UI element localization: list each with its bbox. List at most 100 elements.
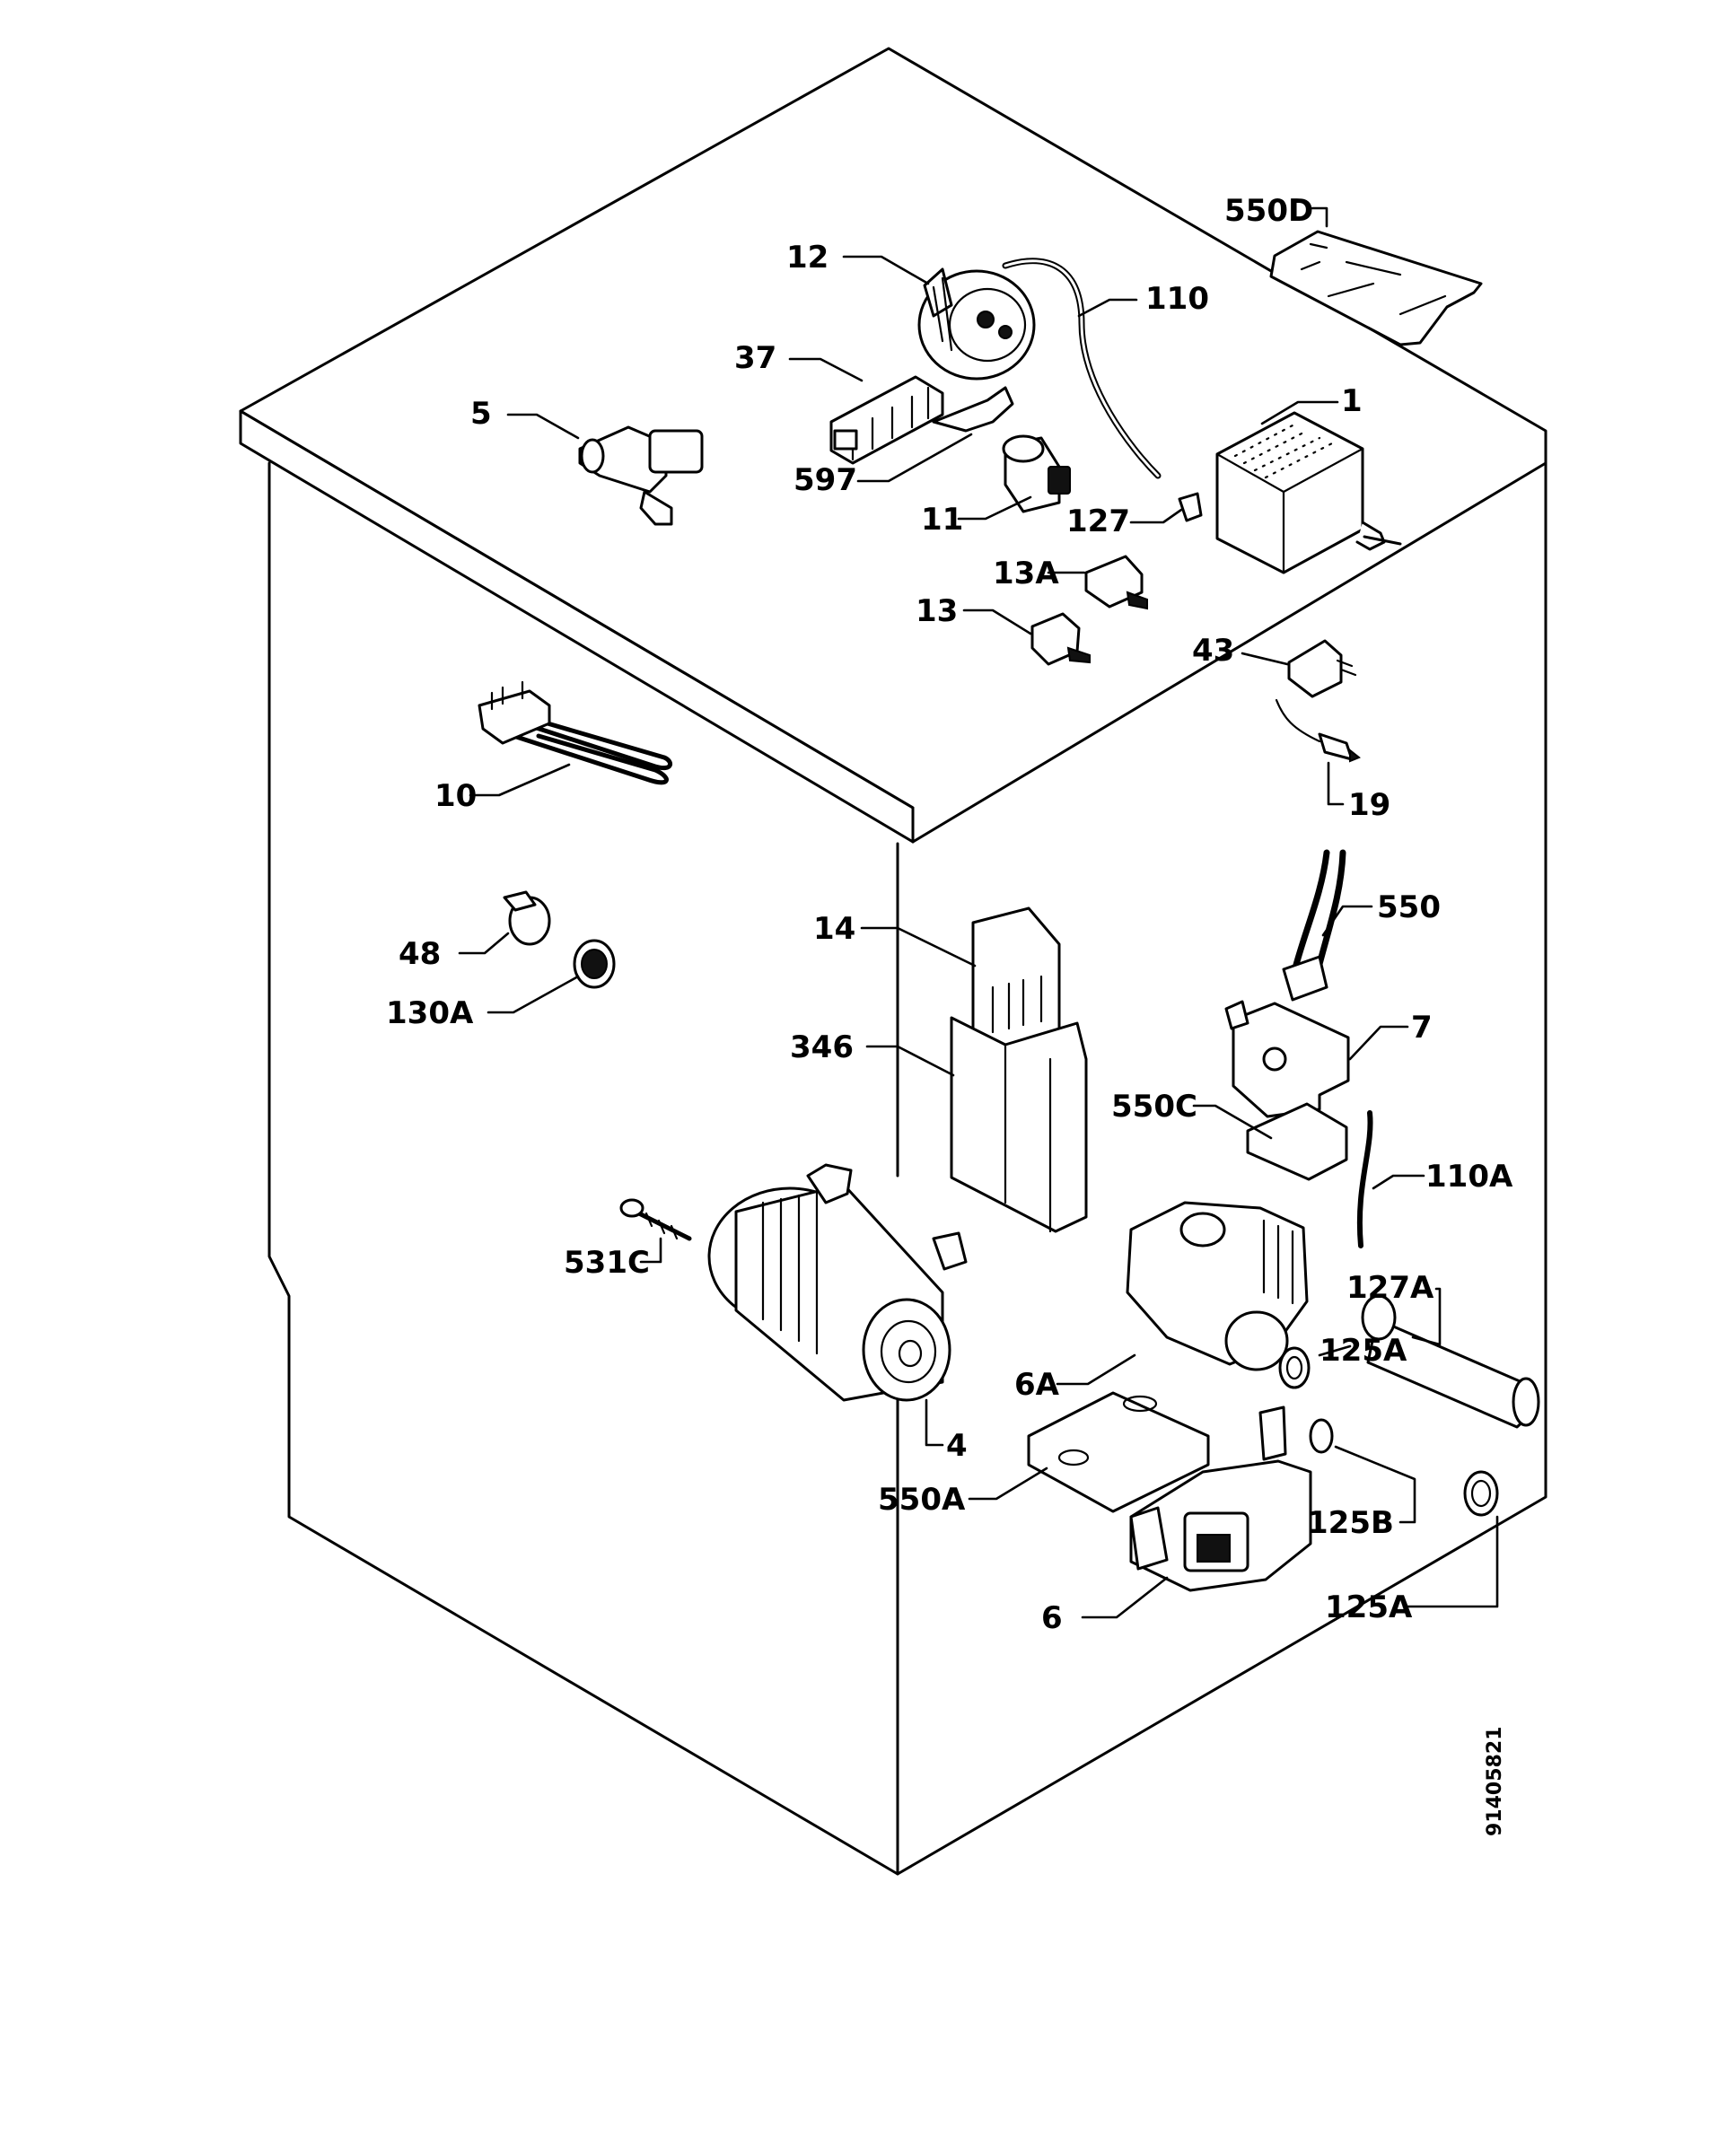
label-4: 4: [946, 1428, 968, 1464]
cabinet-body: [267, 461, 1547, 1876]
leader-13: [962, 609, 1032, 635]
leader-346: [865, 1045, 955, 1077]
leader-12: [842, 255, 930, 285]
leader-19: [1327, 761, 1345, 806]
part-550-wiring: [1282, 849, 1346, 1002]
part-125a-seal-lower: [1463, 1470, 1499, 1517]
part-6a-pump-housing: [1126, 1201, 1309, 1371]
part-19-lead: [1275, 698, 1361, 763]
leader-125a-bottom: [1402, 1515, 1499, 1608]
part-5-inlet-valve: [578, 425, 704, 526]
part-1-programmer: [1215, 411, 1402, 574]
part-125a-seal-lower-inner: [1470, 1479, 1492, 1508]
leader-7: [1348, 1025, 1409, 1061]
part-labels: 550D 12 110 37 5 1 597 11 127 13A 13 43 …: [386, 193, 1513, 1636]
leader-127a: [1411, 1287, 1442, 1346]
part-125a-seal-upper-inner: [1285, 1355, 1303, 1380]
leader-125b: [1334, 1445, 1416, 1524]
part-4-motor: [707, 1163, 968, 1402]
label-19: 19: [1348, 787, 1390, 823]
part-550c-pad: [1246, 1102, 1348, 1181]
label-14: 14: [813, 911, 855, 947]
label-550: 550: [1377, 889, 1441, 925]
label-43: 43: [1192, 633, 1234, 669]
leader-130a: [487, 975, 580, 1014]
leader-550a: [968, 1467, 1048, 1501]
part-110-hose-inner: [1004, 259, 1160, 477]
part-127a-hose: [1361, 1294, 1540, 1429]
label-10: 10: [434, 778, 477, 814]
label-550a: 550A: [878, 1482, 966, 1518]
leader-48: [458, 932, 510, 955]
label-12: 12: [786, 240, 829, 276]
drawing-reference-number: 91405821: [1484, 1727, 1506, 1836]
leader-550d: [1311, 206, 1328, 228]
part-550a-pad: [1027, 1391, 1210, 1513]
label-125b: 125B: [1307, 1505, 1394, 1541]
part-37-terminal-block: [829, 375, 944, 465]
label-597: 597: [793, 462, 857, 498]
label-125a-bottom: 125A: [1325, 1589, 1413, 1625]
label-125a-top: 125A: [1320, 1333, 1407, 1369]
leader-110a: [1372, 1174, 1425, 1190]
label-7: 7: [1411, 1010, 1433, 1046]
label-550d: 550D: [1224, 193, 1313, 229]
label-48: 48: [399, 936, 441, 972]
part-11-capacitor: [1002, 434, 1071, 513]
part-48-lamp: [503, 890, 551, 946]
label-1: 1: [1341, 383, 1363, 419]
label-127: 127: [1066, 503, 1130, 539]
label-13a: 13A: [993, 556, 1059, 591]
label-5: 5: [470, 396, 492, 432]
leader-550c: [1192, 1104, 1273, 1140]
leader-lines: [458, 206, 1499, 1619]
leader-125a-top: [1318, 1344, 1352, 1357]
leader-127: [1129, 508, 1183, 524]
cabinet-outline: [239, 47, 1547, 1876]
part-531c-screw: [619, 1198, 692, 1241]
label-110: 110: [1145, 281, 1209, 317]
part-125b-seal: [1309, 1418, 1334, 1454]
leader-43: [1241, 652, 1289, 666]
part-550d-cover-plate: [1269, 230, 1483, 346]
part-130a-knob: [573, 939, 616, 989]
label-130a: 130A: [386, 995, 474, 1031]
label-346: 346: [790, 1029, 854, 1065]
label-11: 11: [921, 502, 963, 538]
label-127a: 127A: [1346, 1270, 1434, 1306]
leader-4: [925, 1398, 944, 1447]
leader-550: [1321, 905, 1373, 937]
leader-11: [957, 495, 1032, 521]
part-13-connector: [1030, 612, 1091, 666]
leader-1: [1260, 400, 1339, 425]
leader-6: [1081, 1576, 1169, 1619]
part-125a-seal-upper: [1278, 1346, 1311, 1389]
label-531c: 531C: [564, 1245, 650, 1281]
part-10-heater: [478, 680, 672, 785]
part-13a-connector: [1084, 555, 1148, 610]
part-346-container: [950, 1016, 1088, 1233]
leader-597: [856, 433, 973, 483]
label-110a: 110A: [1425, 1159, 1513, 1195]
part-110a-hose: [1356, 1110, 1373, 1248]
leader-531c: [639, 1237, 662, 1264]
leader-10: [469, 763, 571, 797]
part-7-control-unit: [1224, 1000, 1350, 1118]
part-12-pressure-switch: [917, 267, 1036, 381]
leader-5: [506, 413, 580, 440]
part-6-drain-pump: [1129, 1405, 1312, 1592]
label-13: 13: [916, 593, 958, 629]
cabinet-top-edge: [239, 409, 915, 844]
label-37: 37: [734, 340, 776, 376]
leader-110: [1077, 298, 1138, 318]
leader-14: [860, 926, 977, 968]
part-597-bracket: [932, 386, 1014, 433]
part-43-plug: [1287, 639, 1357, 698]
label-550c: 550C: [1111, 1089, 1197, 1125]
label-6: 6: [1041, 1600, 1063, 1636]
part-127-nipple: [1178, 492, 1203, 522]
leader-37: [788, 357, 864, 382]
label-6a: 6A: [1014, 1367, 1060, 1403]
leader-6a: [1056, 1353, 1136, 1386]
